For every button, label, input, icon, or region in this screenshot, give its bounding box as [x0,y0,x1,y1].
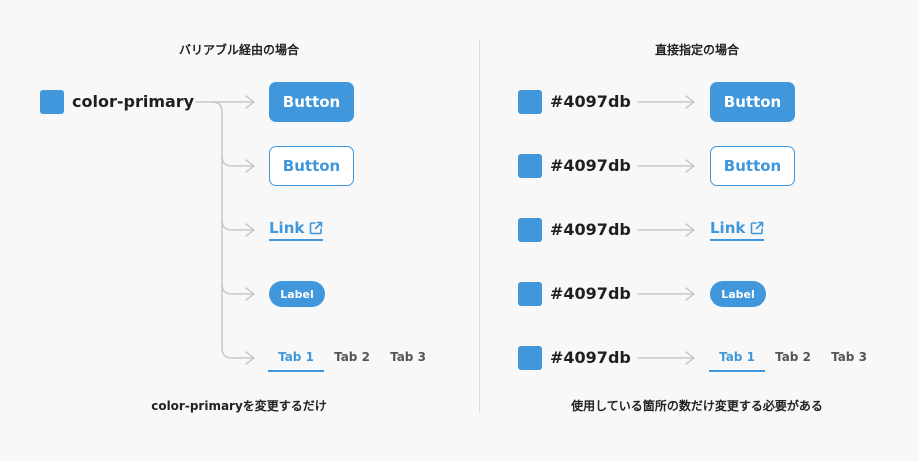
right-arrow-2 [637,159,695,173]
link[interactable]: Link [710,219,765,241]
filled-button[interactable]: Button [269,82,354,122]
hex-swatch-4 [518,282,542,306]
left-heading: バリアブル経由の場合 [178,43,300,57]
token-label: color-primary [72,92,195,111]
center-divider [479,40,480,412]
hex-label-4: #4097db [550,284,631,303]
right-caption: 使用している箇所の数だけ変更する必要がある [571,399,823,413]
tab-3[interactable]: Tab 3 [390,350,426,364]
outline-button[interactable]: Button [269,146,354,186]
link[interactable]: Link [269,219,324,241]
left-arrow-2 [221,155,255,173]
outline-button[interactable]: Button [710,146,795,186]
left-arrow-4 [221,283,255,301]
left-trunk [195,101,233,359]
link-text: Link [710,219,746,237]
hex-swatch-3 [518,218,542,242]
tab-bar: Tab 1 Tab 2 Tab 3 [268,346,436,372]
hex-label-5: #4097db [550,348,631,367]
external-link-icon [310,221,323,235]
external-link-icon [751,221,764,235]
right-arrow-4 [637,287,695,301]
tab-2[interactable]: Tab 2 [775,350,811,364]
left-caption: color-primaryを変更するだけ [151,399,327,413]
filled-button[interactable]: Button [710,82,795,122]
label-badge: Label [269,281,325,307]
hex-label-1: #4097db [550,92,631,111]
color-swatch [40,90,64,114]
tab-bar: Tab 1 Tab 2 Tab 3 [709,346,877,372]
hex-swatch-2 [518,154,542,178]
tab-2[interactable]: Tab 2 [334,350,370,364]
label-badge: Label [710,281,766,307]
hex-swatch-5 [518,346,542,370]
right-arrow-5 [637,351,695,365]
right-arrow-3 [637,223,695,237]
hex-swatch-1 [518,90,542,114]
tab-1[interactable]: Tab 1 [268,346,324,372]
link-text: Link [269,219,305,237]
tab-1[interactable]: Tab 1 [709,346,765,372]
left-arrow-1 [211,95,255,109]
hex-label-3: #4097db [550,220,631,239]
left-arrow-5 [231,351,255,365]
left-arrow-3 [221,219,255,237]
tab-3[interactable]: Tab 3 [831,350,867,364]
right-heading: 直接指定の場合 [654,43,740,57]
hex-label-2: #4097db [550,156,631,175]
right-arrow-1 [637,95,695,109]
